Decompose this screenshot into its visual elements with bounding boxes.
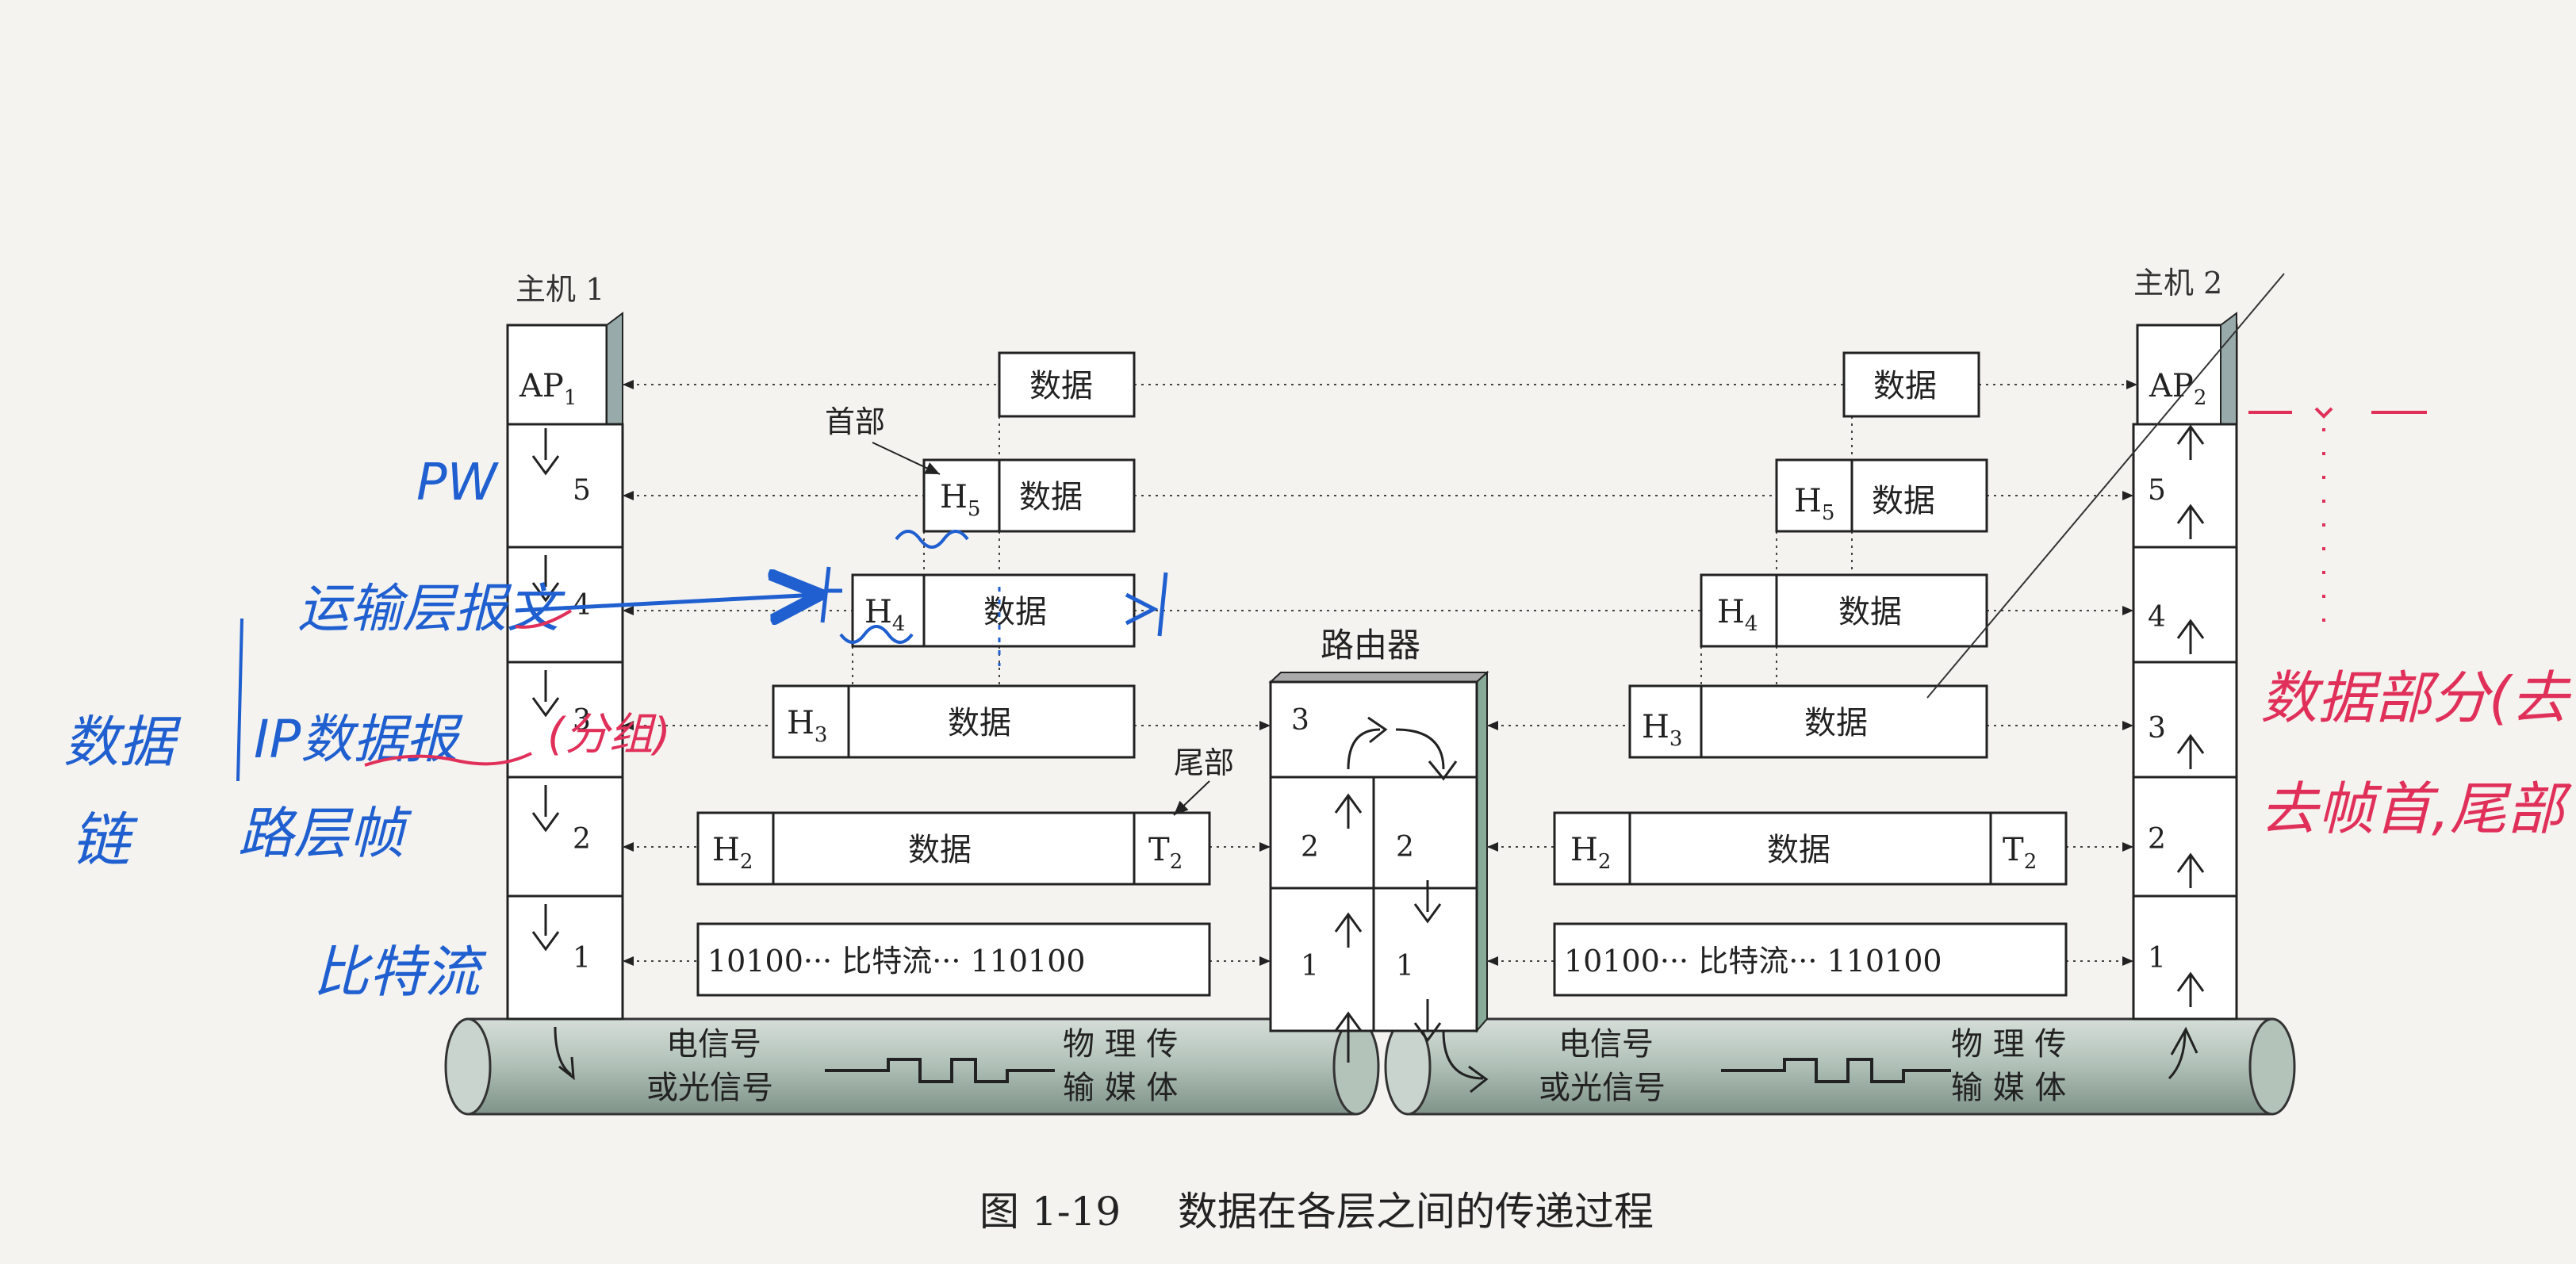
svg-text:H5: H5 xyxy=(1794,483,1834,525)
figure-number: 图 1-19 xyxy=(979,1189,1121,1235)
host2-layer2: 2 xyxy=(2148,823,2166,856)
head-label: 首部 xyxy=(825,404,885,439)
svg-text:数据: 数据 xyxy=(1804,705,1868,741)
router-layer1-right: 1 xyxy=(1396,950,1414,982)
svg-text:T2: T2 xyxy=(1148,832,1183,874)
pdu-l3-h xyxy=(772,684,850,759)
signal-label2-left: 或光信号 xyxy=(646,1070,773,1106)
host2-ap: AP2 xyxy=(2149,368,2206,410)
pdu-r5-data xyxy=(1842,351,1980,418)
figure-caption: 数据在各层之间的传递过程 xyxy=(1178,1189,1654,1235)
guide-lines xyxy=(623,384,2137,962)
svg-text:10100··· 比特流··· 110100: 10100··· 比特流··· 110100 xyxy=(707,944,1086,979)
note-pw: PW xyxy=(416,454,500,512)
phys-label2-left: 输 媒 体 xyxy=(1063,1070,1178,1106)
svg-text:数据: 数据 xyxy=(1029,368,1093,404)
host2-stack: 主机 2 AP2 5 4 3 2 1 xyxy=(2132,266,2238,1080)
phys-label-right: 物 理 传 xyxy=(1951,1026,2066,1063)
router: 路由器 3 2 2 1 1 xyxy=(1268,626,1489,1094)
svg-text:H2: H2 xyxy=(1570,832,1611,874)
phys-label-left: 物 理 传 xyxy=(1063,1026,1178,1063)
svg-text:H3: H3 xyxy=(787,705,827,747)
host1-stack: 主机 1 AP1 5 4 3 2 1 xyxy=(506,272,624,1081)
pdu-l1-bits xyxy=(696,922,1211,997)
pdu-right: 数据 H5 数据 H4 数据 H3 数据 H2 数据 T2 10100··· 比… xyxy=(1553,351,2068,997)
host1-layer3: 3 xyxy=(573,704,591,737)
note-bits: 比特流 xyxy=(313,940,487,1005)
pdu-left: 数据 H5 数据 H4 数据 H3 数据 H2 数据 T2 10100··· 比… xyxy=(696,351,1234,997)
host2-layer5: 5 xyxy=(2148,474,2166,507)
router-layer3: 3 xyxy=(1291,704,1309,737)
svg-text:H4: H4 xyxy=(864,594,905,636)
signal-label-left: 电信号 xyxy=(666,1026,761,1063)
note-data: 数据 xyxy=(63,710,182,775)
host2-layer4: 4 xyxy=(2148,601,2166,634)
handwritten-notes: PW 运输层报文 IP数据报 数据 链 路层帧 比特流 (分组) 数据部分(去 … xyxy=(63,407,2572,1005)
svg-text:数据: 数据 xyxy=(1873,368,1937,404)
pdu-l2-t xyxy=(1133,811,1211,886)
signal-label2-right: 或光信号 xyxy=(1539,1070,1666,1106)
svg-text:数据: 数据 xyxy=(1838,594,1902,630)
guide-arrows xyxy=(623,380,2137,966)
signal-label-right: 电信号 xyxy=(1558,1026,1654,1063)
svg-text:数据: 数据 xyxy=(983,594,1047,630)
note-strip-frame: 去帧首,尾部 xyxy=(2260,776,2572,842)
host1-layer1: 1 xyxy=(573,942,591,975)
host2-layer3: 3 xyxy=(2148,712,2166,745)
pdu-l2-h xyxy=(696,811,775,886)
svg-text:数据: 数据 xyxy=(1872,483,1935,519)
transmission-medium-left xyxy=(444,1017,1380,1116)
router-title: 路由器 xyxy=(1321,626,1420,665)
note-frame: 路层帧 xyxy=(238,801,412,866)
svg-text:T2: T2 xyxy=(2003,832,2037,874)
router-layer2-left: 2 xyxy=(1301,831,1319,864)
note-link: 链 xyxy=(71,806,139,875)
host2-label: 主机 2 xyxy=(2133,266,2222,301)
host2-layer1: 1 xyxy=(2148,942,2166,975)
host1-ap: AP1 xyxy=(519,368,577,410)
svg-text:H2: H2 xyxy=(712,832,753,874)
host1-layer5: 5 xyxy=(573,474,591,507)
phys-label2-right: 输 媒 体 xyxy=(1951,1070,2066,1106)
host1-layer2: 2 xyxy=(573,823,591,856)
svg-text:数据: 数据 xyxy=(908,832,972,868)
pencil-line xyxy=(1926,273,2285,699)
signal-wave-left xyxy=(825,1058,1055,1083)
note-data-part: 数据部分(去 xyxy=(2260,665,2572,731)
host1-label: 主机 1 xyxy=(516,272,604,307)
svg-text:H3: H3 xyxy=(1642,709,1682,751)
svg-text:10100··· 比特流··· 110100: 10100··· 比特流··· 110100 xyxy=(1564,944,1942,979)
tail-label: 尾部 xyxy=(1174,745,1234,780)
router-layer2-right: 2 xyxy=(1396,831,1414,864)
svg-text:H4: H4 xyxy=(1717,594,1758,636)
svg-text:数据: 数据 xyxy=(948,705,1011,741)
router-layer1-left: 1 xyxy=(1301,950,1319,982)
svg-text:H5: H5 xyxy=(940,479,980,521)
pdu-l5-data xyxy=(998,351,1136,418)
note-packet: (分组) xyxy=(547,709,671,760)
note-ip: IP数据报 xyxy=(254,709,463,770)
svg-text:数据: 数据 xyxy=(1019,479,1083,515)
svg-text:数据: 数据 xyxy=(1767,832,1830,868)
signal-wave-right xyxy=(1721,1058,1951,1083)
transmission-medium-right xyxy=(1384,1017,2296,1116)
